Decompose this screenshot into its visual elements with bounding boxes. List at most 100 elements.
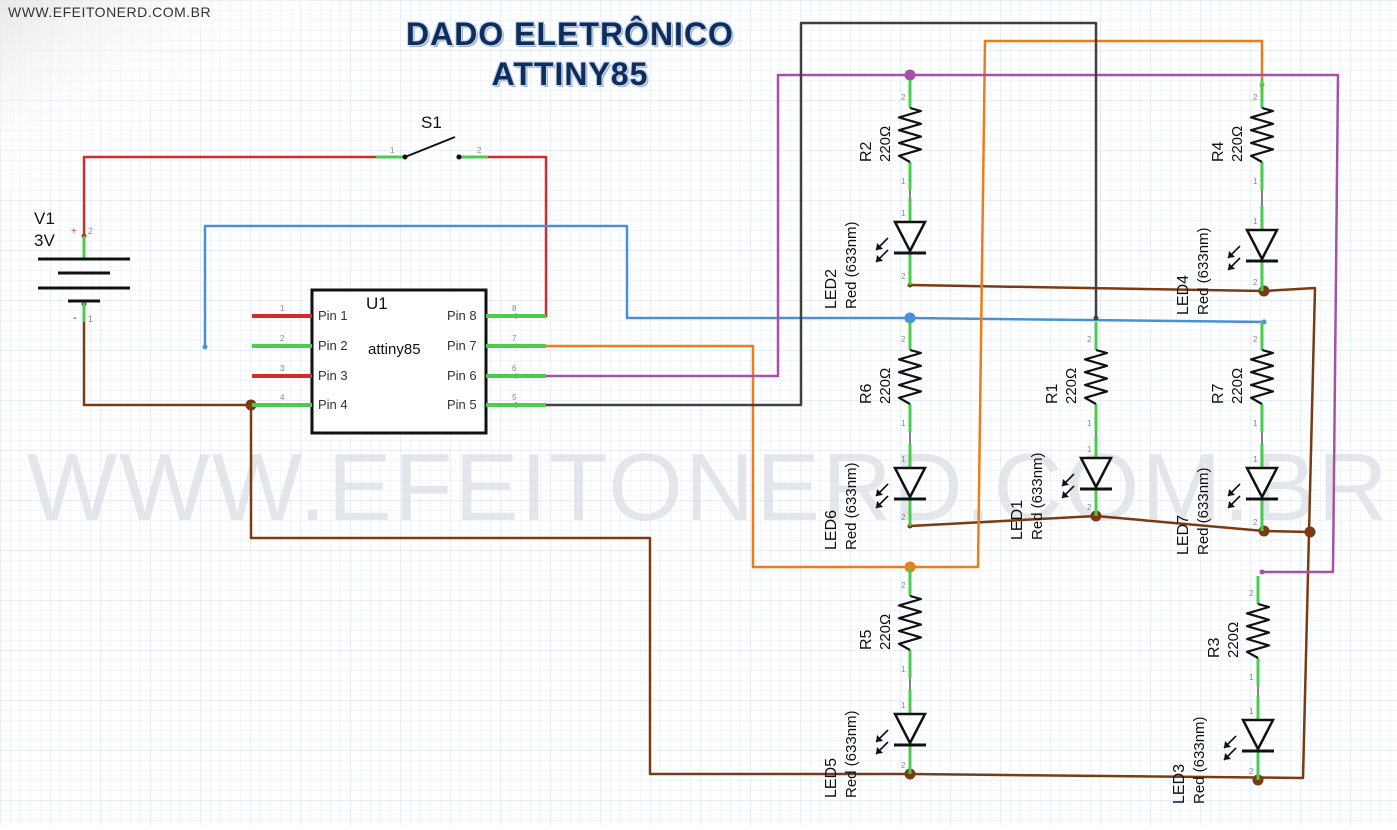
wire-battery-plus-to-switch xyxy=(82,155,405,236)
chip-left-pin-num-4: 4 xyxy=(280,393,285,402)
resistor-pin-num-bottom: 1 xyxy=(901,419,906,428)
wire-pin5-black xyxy=(516,21,1098,407)
chip-left-pin-num-3: 3 xyxy=(280,364,285,373)
resistor-value: 220Ω xyxy=(877,368,894,404)
title-line-2: ATTINY85 xyxy=(491,56,649,92)
battery-pin-minus: 1 xyxy=(88,314,93,324)
chip-right-pin-label-5: Pin 5 xyxy=(447,397,477,412)
led-arrowhead-2 xyxy=(1228,501,1235,508)
resistor-zigzag xyxy=(1249,106,1275,163)
led-ref: LED7 xyxy=(1175,515,1192,555)
led-pin-num-top: 1 xyxy=(1249,707,1254,716)
led-arrowhead-1 xyxy=(876,243,883,250)
chip-left-pin-label-2: Pin 2 xyxy=(318,338,348,353)
resistor-value: 220Ω xyxy=(877,126,894,162)
resistor-ref: R1 xyxy=(1044,383,1061,404)
resistor-zigzag xyxy=(1245,602,1271,659)
junction-orange xyxy=(904,561,916,573)
led-pin-num-top: 1 xyxy=(1253,217,1258,226)
resistor-value: 220Ω xyxy=(1063,368,1080,404)
led-arrowhead-2 xyxy=(876,747,883,754)
led-ref: LED3 xyxy=(1171,764,1188,804)
chip-body xyxy=(310,288,488,435)
led-pin-num-bottom: 2 xyxy=(1253,518,1258,527)
chip-right-pin-label-8: Pin 8 xyxy=(447,308,477,323)
switch-ref: S1 xyxy=(421,113,442,132)
led-value: Red (633nm) xyxy=(1195,467,1212,555)
led-arrowhead-1 xyxy=(876,735,883,742)
led-triangle xyxy=(892,712,928,746)
chip-right-pin-label-7: Pin 7 xyxy=(447,338,477,353)
battery-minus-sign: - xyxy=(73,312,77,324)
battery-plus-sign: + xyxy=(71,226,77,237)
led-value: Red (633nm) xyxy=(1029,452,1046,540)
wire-ground-middle xyxy=(909,514,1311,534)
resistor-zigzag xyxy=(897,348,923,405)
resistor-pin-num-top: 2 xyxy=(1253,335,1258,344)
led-pin-num-top: 1 xyxy=(1253,455,1258,464)
resistor-pin-num-top: 2 xyxy=(901,93,906,102)
chip-right-pin-label-6: Pin 6 xyxy=(447,368,477,383)
resistor-ref: R2 xyxy=(858,141,875,162)
chip-left-pin-label-3: Pin 3 xyxy=(318,368,348,383)
led-triangle xyxy=(892,220,928,254)
resistor-pin-num-bottom: 1 xyxy=(1253,419,1258,428)
resistor-zigzag xyxy=(1083,348,1109,405)
switch-contact-1 xyxy=(402,154,408,160)
resistor-ref: R3 xyxy=(1206,637,1223,658)
junction-blue xyxy=(904,312,916,324)
chip-left-pin-num-1: 1 xyxy=(280,304,285,313)
resistor-pin-num-top: 2 xyxy=(1087,335,1092,344)
resistor-ref: R6 xyxy=(858,383,875,404)
switch-contact-2 xyxy=(456,154,462,160)
led-arrowhead-1 xyxy=(1062,479,1069,486)
led-pin-num-top: 1 xyxy=(901,701,906,710)
resistor-pin-num-top: 2 xyxy=(1249,589,1254,598)
led-pin-num-top: 1 xyxy=(901,209,906,218)
led-value: Red (633nm) xyxy=(1195,227,1212,315)
wire-pin6-purple-end-b xyxy=(1259,569,1265,575)
chip-right-pin-num-8: 8 xyxy=(512,304,517,313)
resistor-value: 220Ω xyxy=(1229,368,1246,404)
led-arrowhead-1 xyxy=(1228,251,1235,258)
chip-left-pin-label-1: Pin 1 xyxy=(318,308,348,323)
led-triangle xyxy=(892,466,928,500)
chip-right-pin-num-7: 7 xyxy=(512,334,517,343)
watermark: WWW.EFEITONERD.COM.BR xyxy=(27,434,1390,541)
switch-pin-2: 2 xyxy=(477,146,482,155)
battery-pin-plus: 2 xyxy=(88,226,93,236)
led-arrowhead-1 xyxy=(876,489,883,496)
wire-ground-led2-led4 xyxy=(909,283,1265,293)
resistor-pin-num-top: 2 xyxy=(1253,93,1258,102)
battery-value: 3V xyxy=(34,231,55,250)
led-triangle xyxy=(1078,456,1114,490)
junction-purple xyxy=(904,69,916,81)
resistor-pin-num-bottom: 1 xyxy=(1249,673,1254,682)
led-value: Red (633nm) xyxy=(1191,716,1208,804)
resistor-pin-num-top: 2 xyxy=(901,581,906,590)
website-label: WWW.EFEITONERD.COM.BR xyxy=(8,4,212,20)
led-pin-num-top: 1 xyxy=(901,455,906,464)
led-arrowhead-2 xyxy=(1224,753,1231,760)
resistor-pin-num-bottom: 1 xyxy=(1253,177,1258,186)
wire-ground-bottom xyxy=(249,405,910,776)
led-arrowhead-2 xyxy=(1228,263,1235,270)
wire-battery-minus-to-pin4 xyxy=(82,304,251,407)
wire-pin2-blue xyxy=(203,224,1265,347)
led-value: Red (633nm) xyxy=(843,462,860,550)
wire-pin7-orange xyxy=(516,39,1264,569)
resistor-value: 220Ω xyxy=(1229,126,1246,162)
